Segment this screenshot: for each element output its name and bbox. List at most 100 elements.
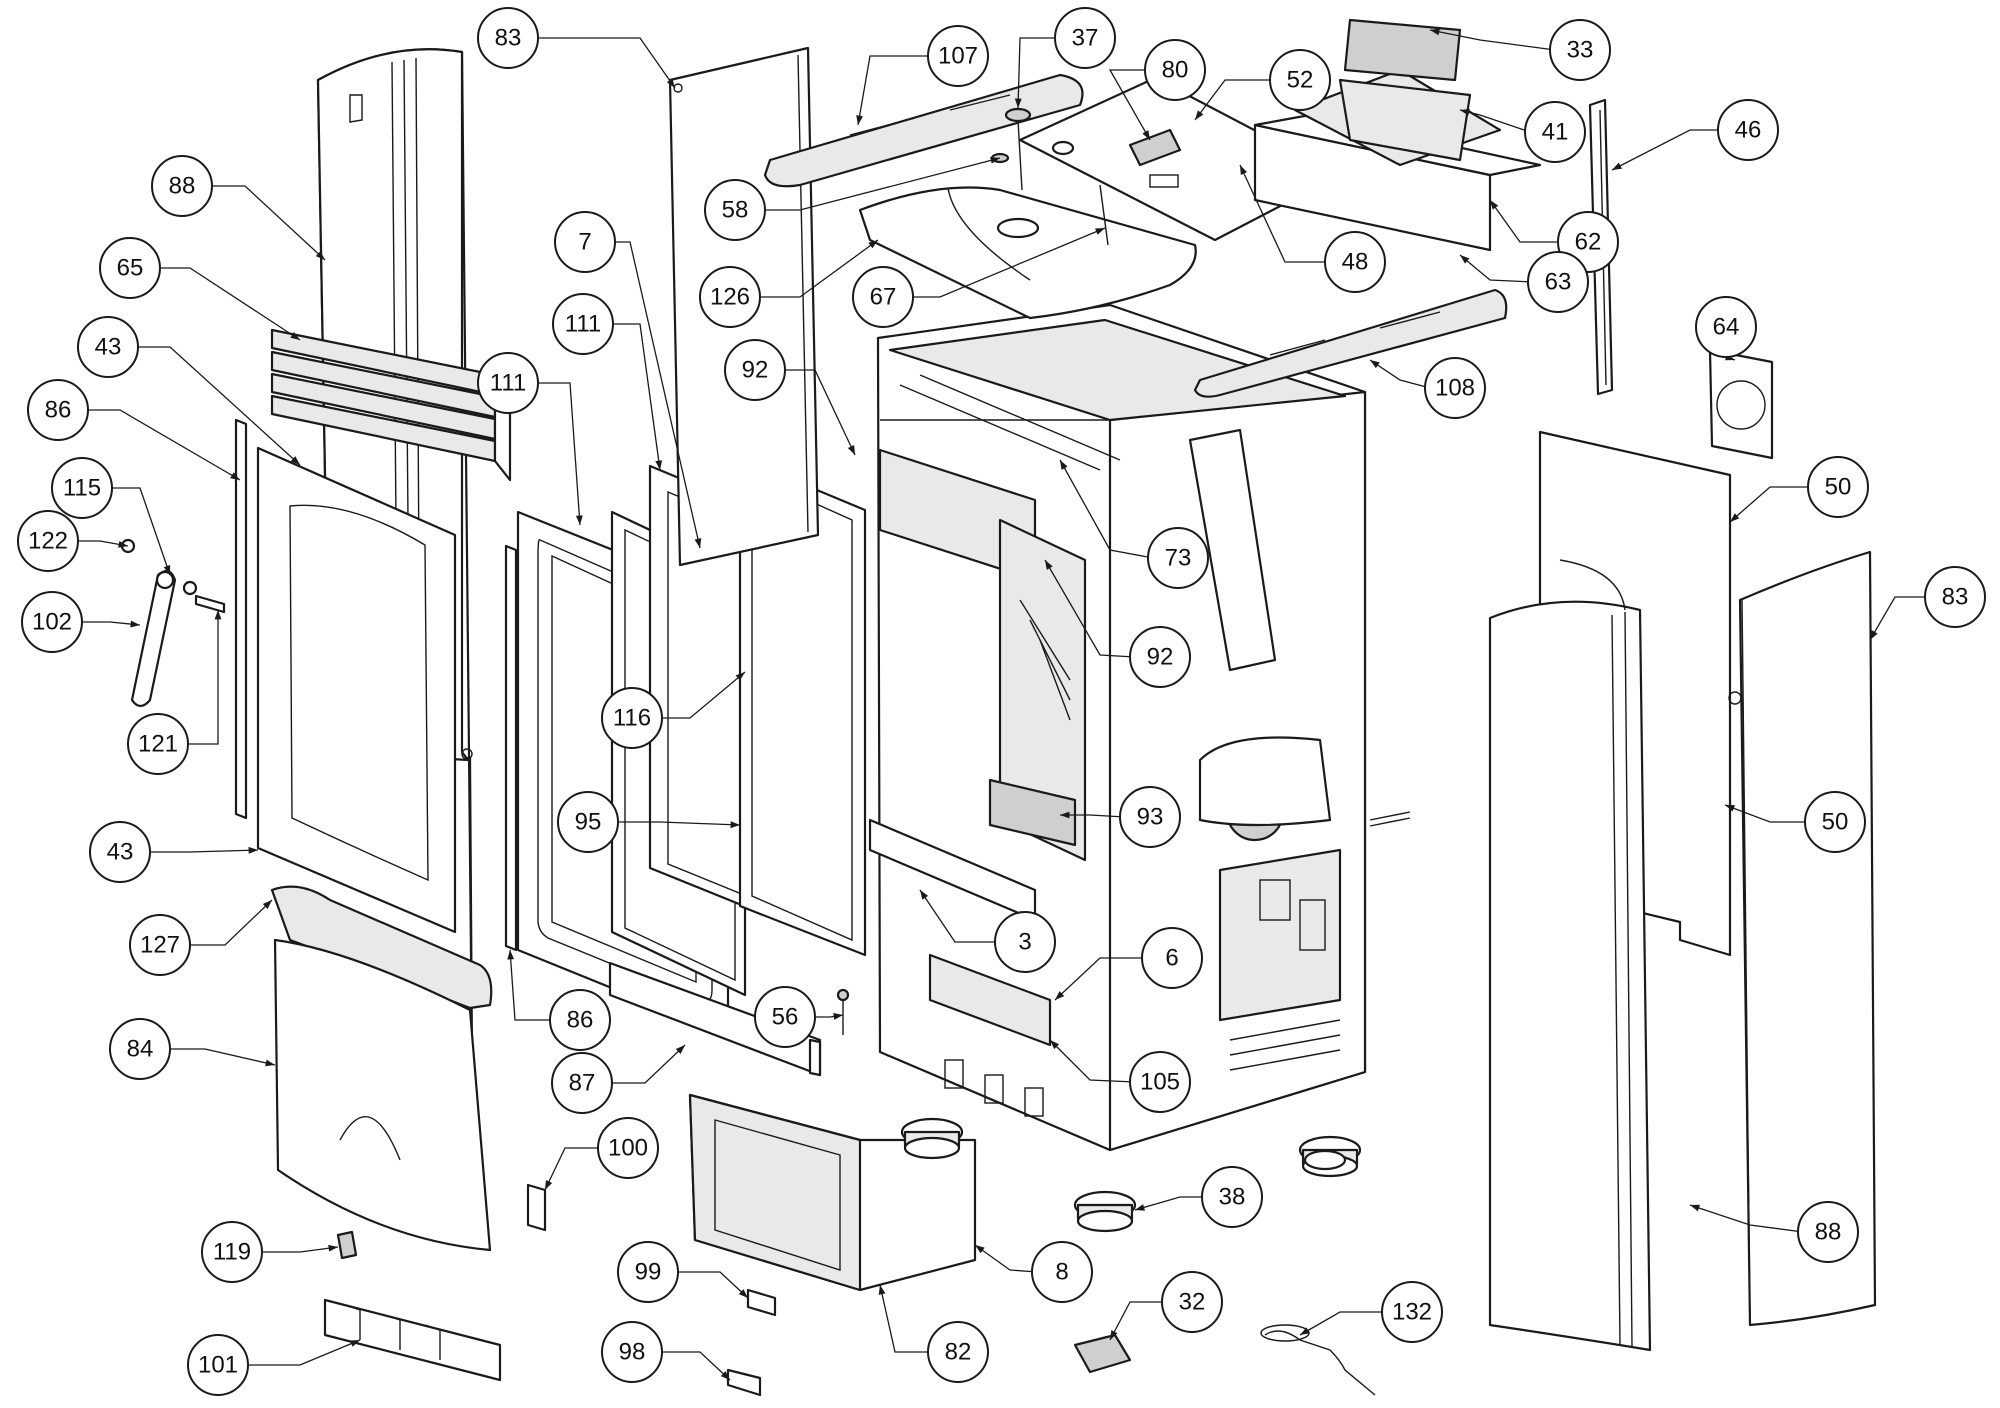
callout-43a: 43 <box>77 316 139 378</box>
callout-circle <box>1129 626 1191 688</box>
callout-label: 50 <box>1825 474 1852 501</box>
callout-label: 38 <box>1219 1184 1246 1211</box>
callout-label: 99 <box>635 1259 662 1286</box>
callout-label: 108 <box>1435 375 1475 402</box>
door-handle <box>120 538 226 708</box>
top-grille-left <box>763 73 1084 188</box>
callout-3: 3 <box>994 911 1056 973</box>
leader-arrowhead <box>290 456 300 465</box>
callout-65: 65 <box>99 237 161 299</box>
callout-92a: 92 <box>724 339 786 401</box>
callout-63: 63 <box>1527 251 1589 313</box>
leader-arrowhead <box>1060 811 1070 819</box>
leader-line-43b <box>150 849 259 853</box>
callout-73: 73 <box>1147 527 1209 589</box>
callout-37: 37 <box>1054 7 1116 69</box>
callout-116: 116 <box>601 687 663 749</box>
leader-line-63 <box>1459 254 1534 283</box>
callout-93: 93 <box>1119 786 1181 848</box>
callout-label: 43 <box>107 839 134 866</box>
callout-label: 65 <box>117 255 144 282</box>
callout-82: 82 <box>927 1321 989 1383</box>
leader-line-7 <box>610 241 701 549</box>
lower-front-trim <box>270 885 493 1252</box>
leader-arrowhead <box>975 1245 985 1254</box>
callout-circle <box>51 457 113 519</box>
callout-label: 111 <box>490 370 526 397</box>
callout-67: 67 <box>852 266 914 328</box>
callout-label: 111 <box>565 311 601 338</box>
leader-arrowhead <box>1195 110 1204 120</box>
leader-arrowhead <box>1460 255 1470 264</box>
callout-circle <box>1129 1051 1191 1113</box>
leader-line-8 <box>974 1244 1038 1273</box>
leader-lines <box>78 28 1925 1381</box>
callout-circle <box>927 25 989 87</box>
callout-92b: 92 <box>1129 626 1191 688</box>
callout-38: 38 <box>1201 1166 1263 1228</box>
callout-circle <box>1054 7 1116 69</box>
leader-line-50b <box>1724 804 1810 823</box>
callout-circle <box>21 591 83 653</box>
callout-circle <box>552 293 614 355</box>
callout-label: 86 <box>567 1007 594 1034</box>
leader-arrowhead <box>878 1285 886 1295</box>
top-grille-right <box>1193 288 1508 398</box>
callout-circle <box>127 713 189 775</box>
callout-circle <box>597 1117 659 1179</box>
callout-circle <box>699 266 761 328</box>
leader-line-33 <box>1429 29 1556 51</box>
callout-circle <box>1381 1281 1443 1343</box>
leader-arrowhead <box>315 251 325 260</box>
callout-label: 6 <box>1165 945 1178 972</box>
callout-111b: 111 <box>477 352 539 414</box>
leader-line-108 <box>1369 359 1431 389</box>
callout-circle <box>994 911 1056 973</box>
callout-circle <box>1924 566 1986 628</box>
callout-label: 82 <box>945 1339 972 1366</box>
leader-arrowhead <box>1725 805 1735 812</box>
leader-line-92b <box>1044 559 1136 658</box>
leader-line-88a <box>212 185 326 261</box>
callout-label: 105 <box>1140 1069 1180 1096</box>
leader-line-111b <box>538 382 581 526</box>
callout-32: 32 <box>1161 1271 1223 1333</box>
leader-arrowhead <box>1870 630 1878 640</box>
callout-circle <box>557 791 619 853</box>
leader-arrowhead <box>990 157 1000 164</box>
leader-arrowhead <box>265 1059 275 1067</box>
callout-50a: 50 <box>1807 456 1869 518</box>
floor-plate <box>608 961 822 1077</box>
callout-label: 50 <box>1822 809 1849 836</box>
callout-label: 56 <box>772 1004 799 1031</box>
leader-line-86b <box>509 949 550 1021</box>
callout-132: 132 <box>1381 1281 1443 1343</box>
leader-line-88b <box>1689 1204 1804 1233</box>
leader-arrowhead <box>1490 200 1499 210</box>
leader-line-32 <box>1109 1301 1167 1341</box>
leader-arrowhead <box>545 1180 553 1190</box>
callout-86a: 86 <box>27 379 89 441</box>
leader-line-80 <box>1108 69 1151 141</box>
callout-119: 119 <box>201 1221 263 1283</box>
leader-arrowhead <box>1135 1204 1145 1211</box>
leader-line-99 <box>678 1271 749 1299</box>
leader-arrowhead <box>738 1289 748 1298</box>
leader-arrowhead <box>694 538 702 548</box>
callout-label: 8 <box>1055 1259 1068 1286</box>
leader-line-65 <box>160 267 301 341</box>
callout-label: 122 <box>28 528 68 555</box>
callout-circle <box>129 914 191 976</box>
callout-circle <box>601 1321 663 1383</box>
callout-label: 52 <box>1287 67 1314 94</box>
callout-102: 102 <box>21 591 83 653</box>
callout-circle <box>554 211 616 273</box>
callout-126: 126 <box>699 266 761 328</box>
callout-circle <box>1324 231 1386 293</box>
callout-105: 105 <box>1129 1051 1191 1113</box>
callout-label: 46 <box>1735 117 1762 144</box>
callout-circle <box>927 1321 989 1383</box>
leader-line-107 <box>857 55 928 126</box>
